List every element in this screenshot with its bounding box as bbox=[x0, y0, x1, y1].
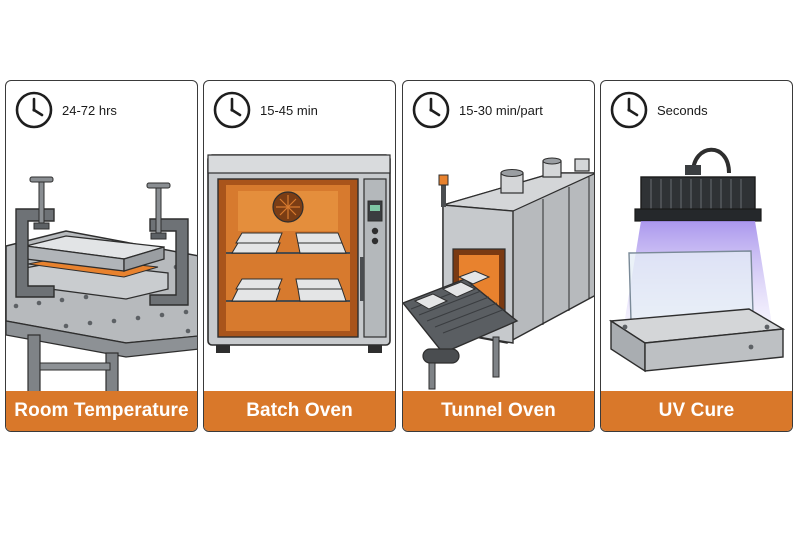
clock-icon bbox=[213, 91, 251, 129]
panel-uv-cure: Seconds UV Cure bbox=[600, 80, 793, 432]
duration-label: 24-72 hrs bbox=[62, 102, 117, 118]
method-label-bar: Room Temperature bbox=[6, 391, 197, 431]
method-label-bar: Batch Oven bbox=[204, 391, 395, 431]
clamp-press-illustration bbox=[6, 176, 197, 394]
method-label: Batch Oven bbox=[246, 400, 353, 421]
tunnel-oven-illustration bbox=[403, 157, 594, 390]
clock-icon bbox=[15, 91, 53, 129]
batch-oven-illustration bbox=[207, 154, 391, 353]
method-label-bar: Tunnel Oven bbox=[403, 391, 594, 431]
panel-batch-oven: 15-45 min Batch Oven bbox=[203, 80, 396, 432]
panel-room-temperature: 24-72 hrs Room Temperature bbox=[5, 80, 198, 432]
method-label: UV Cure bbox=[658, 400, 735, 421]
panel-tunnel-oven: 15-30 min/part Tunnel Oven bbox=[402, 80, 595, 432]
method-label: Tunnel Oven bbox=[441, 400, 556, 421]
duration-label: Seconds bbox=[657, 102, 708, 118]
method-label-bar: UV Cure bbox=[601, 391, 792, 431]
uv-lamp-illustration bbox=[608, 147, 786, 373]
clock-icon bbox=[412, 91, 450, 129]
duration-label: 15-30 min/part bbox=[459, 102, 543, 118]
method-label: Room Temperature bbox=[14, 400, 189, 421]
duration-label: 15-45 min bbox=[260, 102, 318, 118]
clock-icon bbox=[610, 91, 648, 129]
